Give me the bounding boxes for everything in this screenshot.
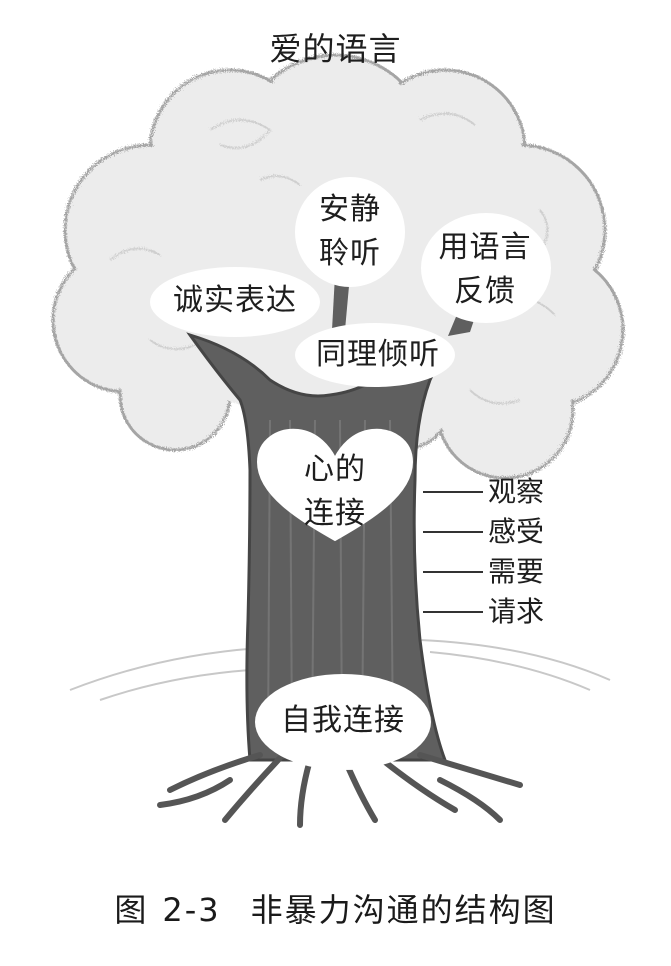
tree-roots [157,752,523,828]
caption-label: 图 [114,891,149,929]
ground-lines [69,639,611,701]
label-request: 请求 [488,595,545,628]
label-verbal-feedback-line2: 反馈 [454,274,516,309]
label-empathic-listening: 同理倾听 [316,337,440,372]
diagram-title: 爱的语言 [269,30,402,68]
label-need: 需要 [488,555,545,588]
label-observation: 观察 [488,475,545,508]
label-listen-quietly: 安静 聆听 [300,188,400,276]
label-self-connection: 自我连接 [281,703,405,738]
label-heart-line2: 连接 [304,496,366,531]
tree-illustration [51,53,625,828]
tree-crown [51,53,625,480]
label-heart-connection: 心的 连接 [285,448,385,536]
label-listen-quietly-line2: 聆听 [319,236,381,271]
label-bubbles [150,177,551,770]
figure-caption: 图 2-3 非暴力沟通的结构图 [0,885,671,931]
label-honest-expression: 诚实表达 [173,283,297,318]
heart-shape [256,428,414,542]
component-connectors [423,491,483,613]
label-feeling: 感受 [488,515,545,548]
label-verbal-feedback-line1: 用语言 [438,230,532,265]
caption-number: 2-3 [162,891,221,929]
label-heart-line1: 心的 [304,452,366,487]
label-listen-quietly-line1: 安静 [319,192,381,227]
label-verbal-feedback: 用语言 反馈 [420,226,550,314]
caption-text: 非暴力沟通的结构图 [250,891,557,929]
